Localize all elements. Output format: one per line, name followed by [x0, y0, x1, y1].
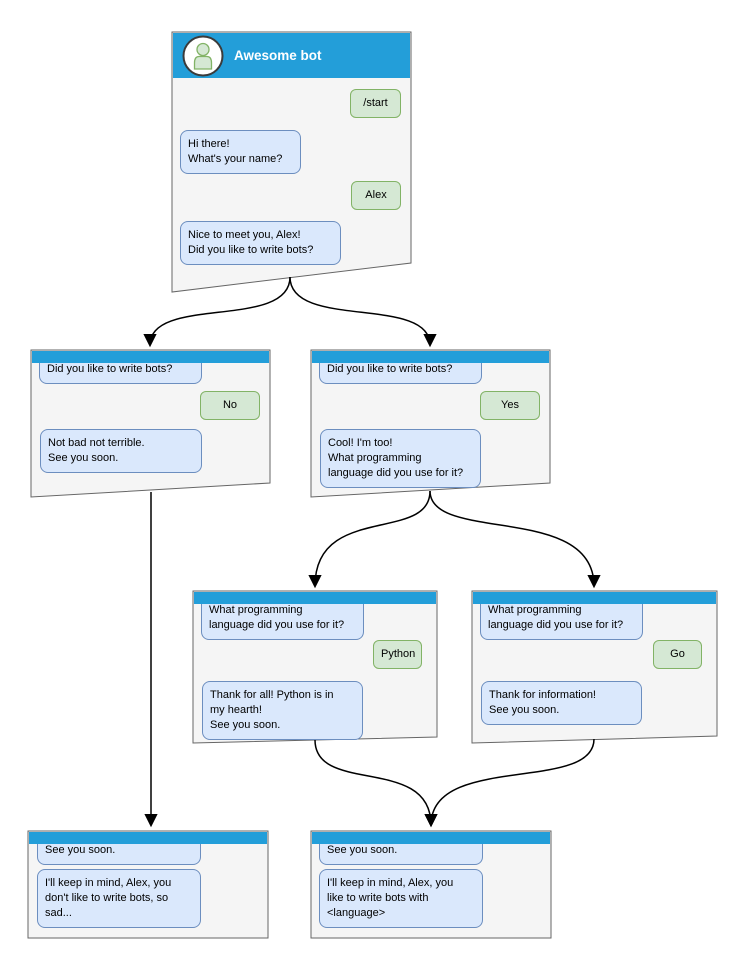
- arrow-python-to-end-yes: [314, 739, 438, 828]
- bot-message-bubble: Nice to meet you, Alex! Did you like to …: [180, 221, 341, 265]
- chat-header: Awesome bot: [173, 33, 410, 78]
- bot-message-bubble: I'll keep in mind, Alex, you like to wri…: [319, 869, 483, 928]
- node-title-bar: [29, 832, 267, 844]
- bot-message-bubble: Hi there! What's your name?: [180, 130, 301, 174]
- bot-message-bubble: Cool! I'm too! What programming language…: [320, 429, 481, 488]
- user-message-bubble: Yes: [480, 391, 540, 420]
- user-message-bubble: Python: [373, 640, 422, 669]
- bot-message-bubble: Thank for all! Python is in my hearth! S…: [202, 681, 363, 740]
- chat-node-yes: Did you like to write bots? Yes Cool! I'…: [311, 350, 550, 497]
- node-title-bar: [312, 832, 550, 844]
- node-title-bar: [312, 351, 549, 363]
- arrow-root-to-yes: [289, 276, 437, 348]
- arrow-yes-to-python: [308, 490, 431, 589]
- chat-node-end-yes: See you soon. I'll keep in mind, Alex, y…: [311, 831, 551, 938]
- bot-message-bubble: I'll keep in mind, Alex, you don't like …: [37, 869, 201, 928]
- arrow-yes-to-go: [429, 490, 601, 589]
- chat-node-end-no: See you soon. I'll keep in mind, Alex, y…: [28, 831, 268, 938]
- chat-node-python: What programming language did you use fo…: [193, 591, 437, 743]
- bot-message-bubble: Thank for information! See you soon.: [481, 681, 642, 725]
- arrow-root-to-no: [143, 276, 291, 348]
- chat-node-no: Did you like to write bots? No Not bad n…: [31, 350, 270, 497]
- chat-node-root: Awesome bot /start Hi there! What's your…: [172, 32, 411, 292]
- node-title-bar: [473, 592, 716, 604]
- bot-message-bubble: Not bad not terrible. See you soon.: [40, 429, 202, 473]
- bot-avatar person-icon: [182, 35, 224, 77]
- arrow-go-to-end-yes: [424, 738, 595, 828]
- user-message-bubble: No: [200, 391, 260, 420]
- user-message-bubble: /start: [350, 89, 401, 118]
- node-title-bar: [194, 592, 436, 604]
- chat-node-go: What programming language did you use fo…: [472, 591, 717, 743]
- bot-title: Awesome bot: [234, 48, 322, 63]
- node-title-bar: [32, 351, 269, 363]
- user-message-bubble: Alex: [351, 181, 401, 210]
- user-message-bubble: Go: [653, 640, 702, 669]
